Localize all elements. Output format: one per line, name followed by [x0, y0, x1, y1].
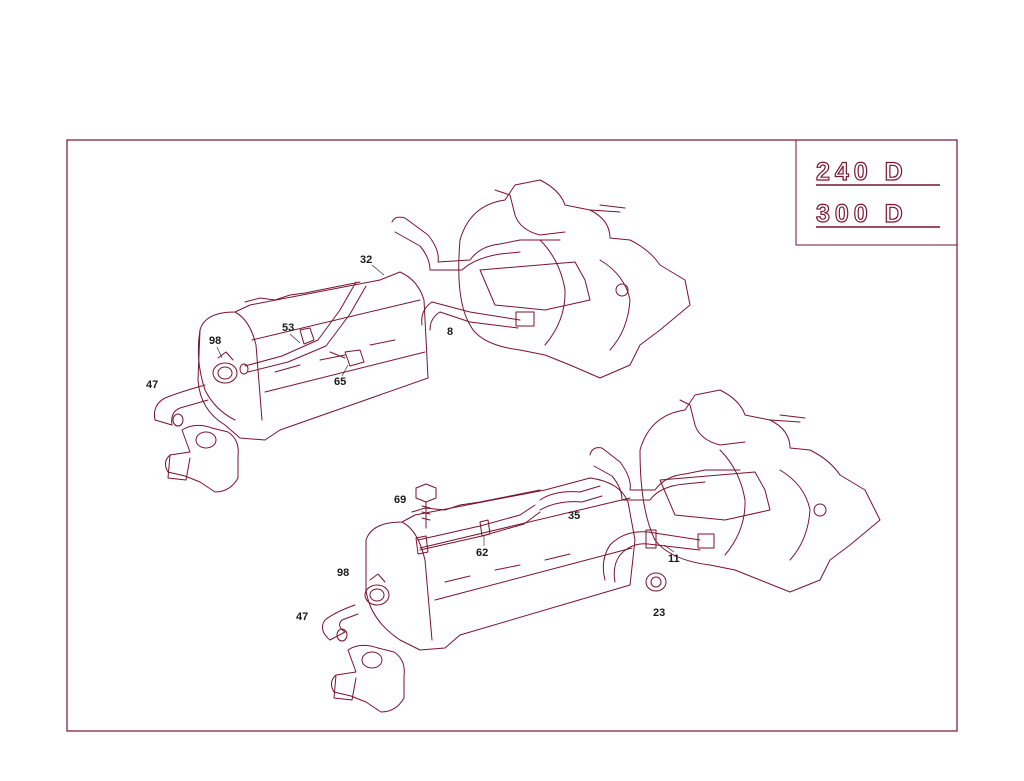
callout-62: 62	[476, 547, 488, 559]
upper-engine-drawing	[154, 179, 691, 493]
callout-47: 47	[296, 611, 308, 623]
callout-11: 11	[668, 553, 680, 565]
callout-8: 8	[447, 326, 453, 338]
callout-65: 65	[334, 376, 346, 388]
diagram-frame	[66, 139, 958, 732]
callout-47: 47	[146, 379, 158, 391]
model-badge-box: 240 D 300 D	[795, 140, 957, 246]
callout-32: 32	[360, 254, 372, 266]
lower-engine-drawing	[321, 389, 881, 713]
upper-callouts: 32 53 98 47 65 8	[146, 254, 453, 391]
callout-98: 98	[337, 567, 349, 579]
callout-69: 69	[394, 494, 406, 506]
callout-23: 23	[653, 607, 665, 619]
model-label-240d: 240 D	[816, 158, 908, 186]
model-label-300d: 300 D	[816, 200, 908, 228]
callout-35: 35	[568, 510, 580, 522]
callout-53: 53	[282, 322, 294, 334]
callout-98: 98	[209, 335, 221, 347]
lower-callouts: 69 35 62 98 11 47 23	[296, 494, 680, 623]
